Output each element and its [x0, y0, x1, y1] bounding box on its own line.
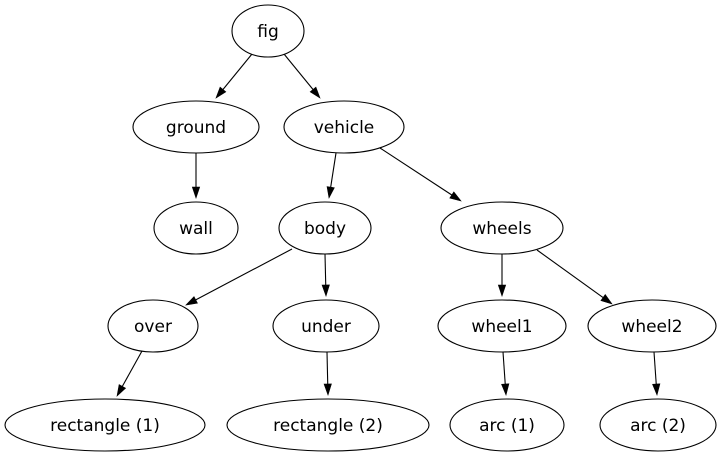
node-label-vehicle: vehicle: [314, 118, 375, 138]
node-ellipse-vehicle[interactable]: [283, 100, 405, 154]
node-wheel1[interactable]: wheel1: [437, 299, 567, 353]
edge-line: [222, 53, 253, 90]
edges-layer: [116, 53, 661, 397]
node-ellipse-fig[interactable]: [231, 4, 305, 58]
edge-line: [536, 249, 604, 299]
edge-fig-to-vehicle: [283, 53, 321, 99]
edge-under-to-rectangle2: [323, 351, 332, 396]
edge-line: [283, 53, 314, 90]
edge-wheel1-to-arc1: [501, 351, 510, 396]
edge-line: [653, 351, 657, 385]
node-body[interactable]: body: [278, 201, 372, 255]
arrowhead-icon: [309, 86, 321, 99]
node-label-rectangle1: rectangle (1): [50, 416, 160, 436]
node-label-wheels: wheels: [472, 219, 531, 239]
node-rectangle1[interactable]: rectangle (1): [4, 398, 206, 452]
edge-line: [195, 248, 293, 301]
node-label-ground: ground: [166, 118, 226, 138]
node-ellipse-wheels[interactable]: [440, 201, 564, 255]
edge-body-to-over: [185, 248, 293, 306]
node-wheel2[interactable]: wheel2: [587, 299, 717, 353]
node-ellipse-body[interactable]: [278, 201, 372, 255]
node-vehicle[interactable]: vehicle: [283, 100, 405, 154]
edge-ground-to-wall: [191, 153, 201, 199]
edge-wheels-to-wheel1: [497, 254, 507, 297]
edge-line: [326, 351, 329, 385]
node-wheels[interactable]: wheels: [440, 201, 564, 255]
arrowhead-icon: [215, 86, 227, 99]
node-label-body: body: [304, 219, 346, 239]
edge-line: [324, 253, 327, 286]
node-fig[interactable]: fig: [231, 4, 305, 58]
node-label-rectangle2: rectangle (2): [273, 416, 383, 436]
node-label-fig: fig: [257, 22, 279, 42]
arrowhead-icon: [600, 294, 613, 305]
node-ellipse-wheel1[interactable]: [437, 299, 567, 353]
arrowhead-icon: [323, 383, 332, 396]
node-ellipse-rectangle2[interactable]: [226, 398, 430, 452]
edge-line: [330, 152, 337, 188]
nodes-layer: fig ground vehicle wall body wheels over under w…: [4, 4, 717, 452]
edge-wheel2-to-arc2: [652, 351, 661, 396]
node-ellipse-over[interactable]: [107, 299, 199, 353]
edge-line: [121, 350, 143, 387]
edge-line: [502, 351, 506, 385]
arrowhead-icon: [116, 384, 127, 397]
arrowhead-icon: [652, 383, 661, 396]
node-label-wheel1: wheel1: [471, 317, 532, 337]
node-ellipse-under[interactable]: [272, 299, 380, 353]
edge-fig-to-ground: [215, 53, 253, 99]
arrowhead-icon: [501, 383, 510, 396]
node-ellipse-arc1[interactable]: [449, 398, 565, 452]
arrowhead-icon: [191, 186, 201, 199]
arrowhead-icon: [321, 284, 330, 297]
edge-vehicle-to-body: [326, 152, 337, 199]
node-label-wall: wall: [179, 219, 213, 239]
node-ground[interactable]: ground: [132, 100, 260, 154]
edge-body-to-under: [321, 253, 330, 297]
node-ellipse-ground[interactable]: [132, 100, 260, 154]
node-ellipse-arc2[interactable]: [599, 398, 717, 452]
edge-vehicle-to-wheels: [379, 147, 462, 202]
arrowhead-icon: [185, 296, 198, 306]
node-label-arc2: arc (2): [630, 416, 686, 436]
node-label-over: over: [134, 317, 172, 337]
edge-line: [379, 147, 453, 196]
arrowhead-icon: [326, 186, 335, 199]
node-label-under: under: [301, 317, 351, 337]
edge-over-to-rectangle1: [116, 350, 143, 397]
node-ellipse-wheel2[interactable]: [587, 299, 717, 353]
node-label-arc1: arc (1): [479, 416, 535, 436]
node-label-wheel2: wheel2: [621, 317, 682, 337]
node-arc1[interactable]: arc (1): [449, 398, 565, 452]
node-over[interactable]: over: [107, 299, 199, 353]
node-arc2[interactable]: arc (2): [599, 398, 717, 452]
node-under[interactable]: under: [272, 299, 380, 353]
node-ellipse-wall[interactable]: [153, 201, 239, 255]
node-rectangle2[interactable]: rectangle (2): [226, 398, 430, 452]
arrowhead-icon: [449, 191, 462, 202]
arrowhead-icon: [497, 284, 507, 297]
node-ellipse-rectangle1[interactable]: [4, 398, 206, 452]
node-wall[interactable]: wall: [153, 201, 239, 255]
edge-wheels-to-wheel2: [536, 249, 613, 305]
